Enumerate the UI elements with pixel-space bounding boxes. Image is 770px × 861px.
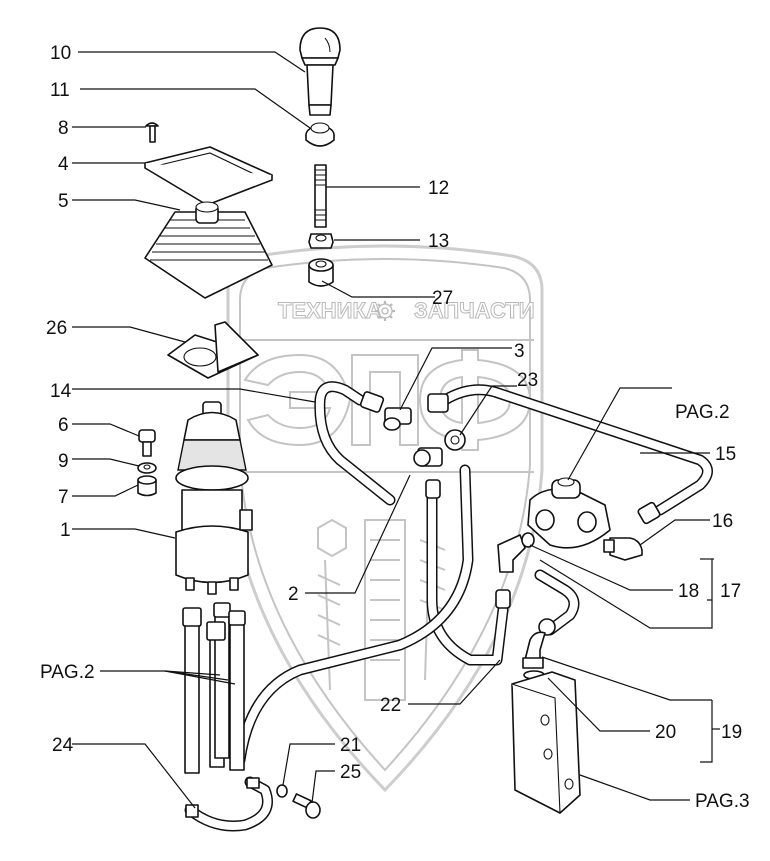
part-pipe-15[interactable] <box>427 384 713 525</box>
part-mounting-bracket[interactable] <box>167 321 259 379</box>
part-small-screw[interactable] <box>145 122 159 143</box>
callout-20[interactable]: 20 <box>655 722 676 743</box>
part-washer[interactable] <box>137 462 157 474</box>
watermark-hex-left <box>317 518 347 558</box>
callout-12[interactable]: 12 <box>428 178 449 199</box>
callout-23[interactable]: 23 <box>517 370 538 391</box>
callout-21[interactable]: 21 <box>340 735 361 756</box>
part-nut[interactable] <box>308 233 334 249</box>
callout-19[interactable]: 19 <box>721 722 742 743</box>
part-hose-17[interactable] <box>534 569 580 636</box>
callout-pag3[interactable]: PAG.3 <box>695 791 750 812</box>
callout-26[interactable]: 26 <box>46 318 67 339</box>
watermark-tower <box>364 519 406 701</box>
watermark-brand-right: ЗАПЧАСТИ <box>414 298 535 323</box>
callout-16[interactable]: 16 <box>712 511 733 532</box>
callout-1[interactable]: 1 <box>60 520 71 541</box>
callout-17[interactable]: 17 <box>720 581 741 602</box>
part-distributor-valve[interactable] <box>527 477 611 549</box>
callout-pag2-left[interactable]: PAG.2 <box>40 662 95 683</box>
part-long-hose[interactable] <box>234 464 474 766</box>
callout-5[interactable]: 5 <box>58 191 69 212</box>
callout-labels: 10 11 8 4 5 12 13 27 26 3 23 14 6 9 7 1 … <box>40 43 750 812</box>
callout-7[interactable]: 7 <box>58 487 69 508</box>
part-bolt[interactable] <box>138 429 156 457</box>
part-bolt-25[interactable] <box>292 793 321 819</box>
part-elbow-18[interactable] <box>497 532 535 573</box>
part-lever-knob[interactable] <box>299 27 341 116</box>
callout-11[interactable]: 11 <box>50 80 70 101</box>
callout-10[interactable]: 10 <box>50 43 71 64</box>
callout-22[interactable]: 22 <box>380 695 401 716</box>
gear-icon <box>375 301 395 321</box>
part-valve-block[interactable] <box>511 671 581 814</box>
part-rubber-boot[interactable] <box>144 201 273 299</box>
callout-3[interactable]: 3 <box>514 341 525 362</box>
part-hex-nut[interactable] <box>137 475 157 497</box>
leader-lines <box>72 51 720 809</box>
callout-9[interactable]: 9 <box>58 451 69 472</box>
part-hose-22[interactable] <box>425 479 511 666</box>
callout-24[interactable]: 24 <box>52 735 74 756</box>
watermark-shield-inner <box>239 258 531 772</box>
callout-6[interactable]: 6 <box>58 415 69 436</box>
part-pipe-bundle[interactable] <box>182 602 246 774</box>
part-hose-14[interactable] <box>314 381 396 506</box>
callout-13[interactable]: 13 <box>428 231 449 252</box>
callout-14[interactable]: 14 <box>50 381 72 402</box>
part-tee-fitting[interactable] <box>413 447 443 467</box>
part-threaded-stud[interactable] <box>314 164 327 228</box>
callout-8[interactable]: 8 <box>58 118 69 139</box>
part-joystick-valve[interactable] <box>175 401 253 595</box>
watermark-letter-p <box>351 354 419 446</box>
watermark-brand-left: ТЕХНИКА <box>278 298 382 323</box>
callout-27[interactable]: 27 <box>432 288 453 309</box>
part-elbow-16[interactable] <box>603 537 643 561</box>
part-grommet[interactable] <box>305 122 335 147</box>
callout-15[interactable]: 15 <box>715 444 736 465</box>
callout-pag2-top[interactable]: PAG.2 <box>675 402 730 423</box>
callout-4[interactable]: 4 <box>58 154 69 175</box>
part-frame[interactable] <box>144 146 273 206</box>
part-fitting-3[interactable] <box>383 407 412 431</box>
part-spacer[interactable] <box>308 258 334 287</box>
callout-2[interactable]: 2 <box>288 584 299 605</box>
watermark-letter-e <box>243 353 352 447</box>
part-clip-pipe-24[interactable] <box>184 776 273 832</box>
part-washer-21[interactable] <box>276 784 288 798</box>
part-elbow-20[interactable] <box>522 631 546 680</box>
callout-18[interactable]: 18 <box>678 581 699 602</box>
watermark-wheat-left <box>317 559 341 691</box>
callout-25[interactable]: 25 <box>340 762 361 783</box>
